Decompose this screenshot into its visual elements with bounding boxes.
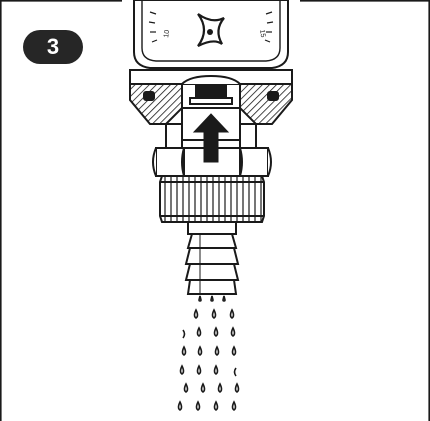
water-drop-icon — [213, 400, 219, 411]
water-drop-icon — [231, 345, 237, 356]
water-drop-icon — [183, 382, 189, 393]
step-number-badge: 3 — [23, 30, 83, 64]
water-drop-icon — [222, 295, 226, 302]
water-drop-icon — [179, 364, 185, 375]
water-drop-icon — [213, 364, 219, 375]
water-drop-icon — [214, 345, 220, 356]
water-drop-icon — [230, 326, 236, 337]
water-drop-icon — [197, 345, 203, 356]
water-drop-icon — [231, 400, 237, 411]
water-drops — [177, 295, 240, 411]
water-drop-icon — [233, 367, 237, 377]
gauge-tick-label-right: 15 — [258, 29, 266, 38]
hose-barb — [184, 221, 240, 295]
water-drop-icon — [182, 329, 186, 339]
water-drop-icon — [211, 308, 217, 319]
water-drop-icon — [234, 382, 240, 393]
water-drop-icon — [195, 400, 201, 411]
water-drop-icon — [193, 308, 199, 319]
arrow-up-icon — [192, 113, 230, 163]
water-drop-icon — [210, 295, 214, 302]
water-drop-icon — [181, 345, 187, 356]
water-drop-icon — [200, 382, 206, 393]
water-drop-icon — [217, 382, 223, 393]
water-drop-icon — [196, 364, 202, 375]
water-drop-icon — [213, 326, 219, 337]
water-drop-icon — [177, 400, 183, 411]
knurled-coupling — [159, 175, 265, 223]
pressure-gauge — [133, 0, 289, 69]
gauge-tick-label-left: 10 — [163, 29, 171, 38]
water-drop-icon — [196, 326, 202, 337]
water-drop-icon — [198, 295, 202, 302]
water-drop-icon — [229, 308, 235, 319]
